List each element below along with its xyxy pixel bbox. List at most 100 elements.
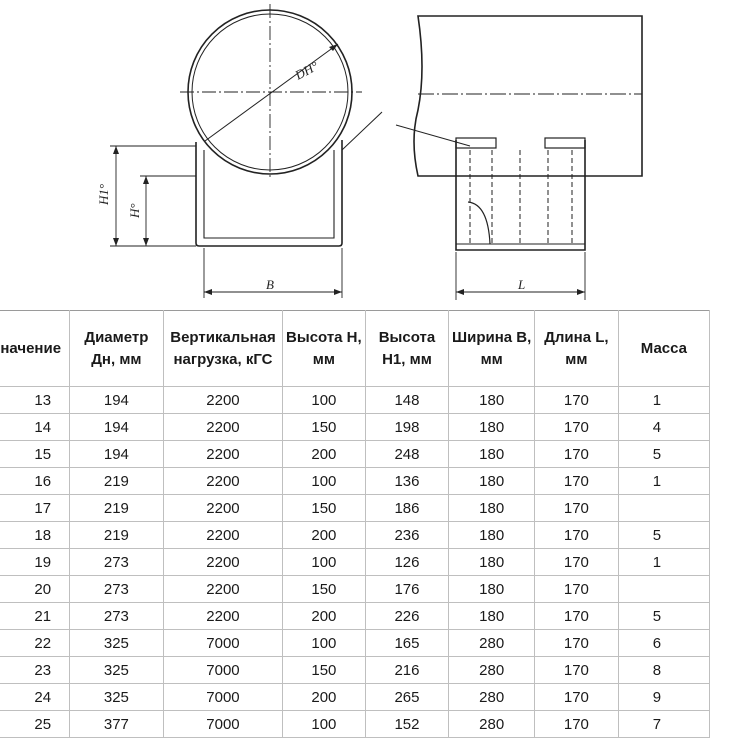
cell-length-l: 170: [534, 440, 619, 468]
cell-height-h1: 265: [365, 683, 450, 711]
cell-mass: 7: [618, 710, 711, 738]
cell-diameter: 194: [69, 413, 164, 441]
cell-height-h: 150: [282, 413, 366, 441]
cell-length-l: 170: [534, 521, 619, 549]
cell-width-b: 180: [448, 548, 535, 576]
technical-drawing: DН° H1° H° B L: [96, 4, 643, 300]
cell-mass: [618, 575, 711, 603]
cell-height-h1: 248: [365, 440, 450, 468]
cell-designation: 17: [0, 494, 71, 522]
cell-length-l: 170: [534, 575, 619, 603]
cell-load: 7000: [163, 656, 284, 684]
cell-width-b: 280: [448, 629, 535, 657]
bracket-outer: [195, 140, 343, 247]
cell-height-h1: 148: [365, 386, 450, 414]
cell-height-h: 150: [282, 494, 366, 522]
cell-load: 7000: [163, 683, 284, 711]
cell-height-h: 150: [282, 656, 366, 684]
cell-designation: 15: [0, 440, 71, 468]
cell-height-h1: 165: [365, 629, 450, 657]
cell-diameter: 273: [69, 575, 164, 603]
cell-height-h1: 236: [365, 521, 450, 549]
cell-load: 7000: [163, 629, 284, 657]
support-side-view: [455, 140, 586, 251]
cell-mass: 8: [618, 656, 711, 684]
cell-length-l: 170: [534, 710, 619, 738]
bracket-inner: [203, 150, 335, 239]
cell-height-h: 100: [282, 467, 366, 495]
cell-diameter: 377: [69, 710, 164, 738]
cell-load: 2200: [163, 386, 284, 414]
cell-length-l: 170: [534, 494, 619, 522]
leader-line: [395, 124, 471, 147]
cell-width-b: 180: [448, 440, 535, 468]
cell-load: 2200: [163, 602, 284, 630]
cell-designation: 20: [0, 575, 71, 603]
cell-height-h: 150: [282, 575, 366, 603]
header-load: Вертикальная нагрузка, кГС: [163, 310, 284, 387]
cell-height-h: 200: [282, 683, 366, 711]
cell-designation: 13: [0, 386, 71, 414]
cell-diameter: 219: [69, 494, 164, 522]
cell-load: 2200: [163, 413, 284, 441]
dn-label: DН°: [291, 58, 320, 83]
header-height-h1: Высота H1, мм: [365, 310, 450, 387]
cell-width-b: 180: [448, 413, 535, 441]
cell-length-l: 170: [534, 629, 619, 657]
cell-mass: 6: [618, 629, 711, 657]
diameter-line: [204, 43, 339, 142]
cell-height-h: 200: [282, 440, 366, 468]
cell-designation: 16: [0, 467, 71, 495]
cell-height-h1: 136: [365, 467, 450, 495]
cell-diameter: 194: [69, 440, 164, 468]
cell-mass: 5: [618, 521, 711, 549]
cell-designation: 19: [0, 548, 71, 576]
cell-height-h1: 216: [365, 656, 450, 684]
cell-width-b: 180: [448, 494, 535, 522]
cell-mass: 1: [618, 548, 711, 576]
cell-load: 7000: [163, 710, 284, 738]
cell-mass: 1: [618, 386, 711, 414]
cell-diameter: 325: [69, 629, 164, 657]
header-height-h: Высота H, мм: [282, 310, 366, 387]
cell-height-h: 200: [282, 602, 366, 630]
cell-designation: 22: [0, 629, 71, 657]
cell-designation: 18: [0, 521, 71, 549]
cell-height-h: 100: [282, 548, 366, 576]
cell-height-h1: 152: [365, 710, 450, 738]
cell-diameter: 325: [69, 683, 164, 711]
cell-width-b: 280: [448, 683, 535, 711]
cell-diameter: 194: [69, 386, 164, 414]
cell-designation: 21: [0, 602, 71, 630]
cell-diameter: 219: [69, 467, 164, 495]
cell-mass: 9: [618, 683, 711, 711]
b-label: B: [266, 277, 274, 292]
cell-height-h1: 226: [365, 602, 450, 630]
cell-designation: 25: [0, 710, 71, 738]
l-label: L: [517, 277, 525, 292]
cell-width-b: 180: [448, 386, 535, 414]
cell-load: 2200: [163, 494, 284, 522]
cell-load: 2200: [163, 440, 284, 468]
cell-load: 2200: [163, 548, 284, 576]
cell-designation: 23: [0, 656, 71, 684]
cell-designation: 24: [0, 683, 71, 711]
cell-diameter: 273: [69, 602, 164, 630]
cell-mass: 5: [618, 440, 711, 468]
cell-length-l: 170: [534, 548, 619, 576]
h-label: H°: [127, 203, 142, 219]
support-drawing: DН° H1° H° B L: [0, 0, 750, 310]
pipe-side-view: [413, 15, 643, 177]
cell-width-b: 180: [448, 521, 535, 549]
